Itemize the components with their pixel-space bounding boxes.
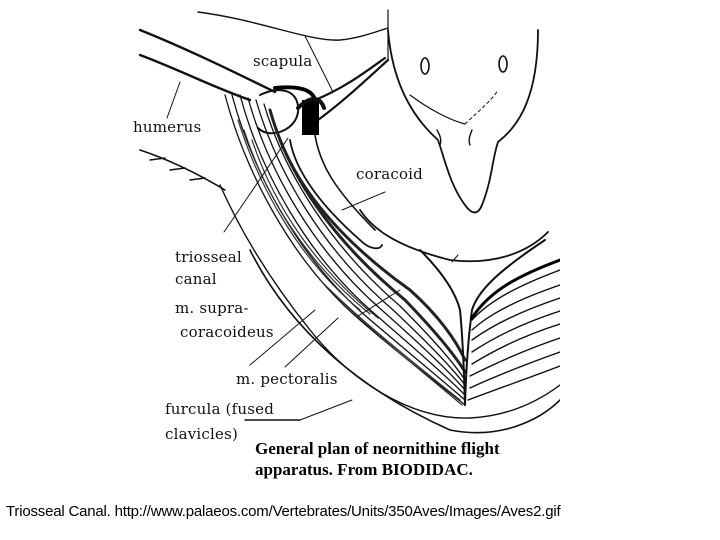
label-furcula-line2: clavicles): [165, 425, 239, 443]
figure-caption-line1: General plan of neornithine flight: [255, 439, 500, 458]
flight-apparatus-diagram: scapula humerus coracoid triosseal canal…: [120, 0, 560, 490]
slide-caption: Triosseal Canal. http://www.palaeos.com/…: [6, 503, 561, 520]
figure-caption: General plan of neornithine flight appar…: [255, 438, 500, 480]
label-pectoralis: m. pectoralis: [236, 370, 338, 388]
label-supracoracoideus-line1: m. supra-: [175, 299, 249, 317]
label-coracoid: coracoid: [356, 165, 423, 183]
label-scapula: scapula: [253, 52, 313, 70]
label-triosseal-line1: triosseal: [175, 248, 242, 266]
label-supracoracoideus-line2: coracoideus: [180, 323, 274, 341]
label-furcula-line1: furcula (fused: [165, 400, 274, 418]
figure-caption-line2: apparatus. From BIODIDAC.: [255, 460, 473, 479]
bird-skeleton-drawing: [138, 9, 560, 434]
label-triosseal-line2: canal: [175, 270, 217, 288]
label-humerus: humerus: [133, 118, 202, 136]
